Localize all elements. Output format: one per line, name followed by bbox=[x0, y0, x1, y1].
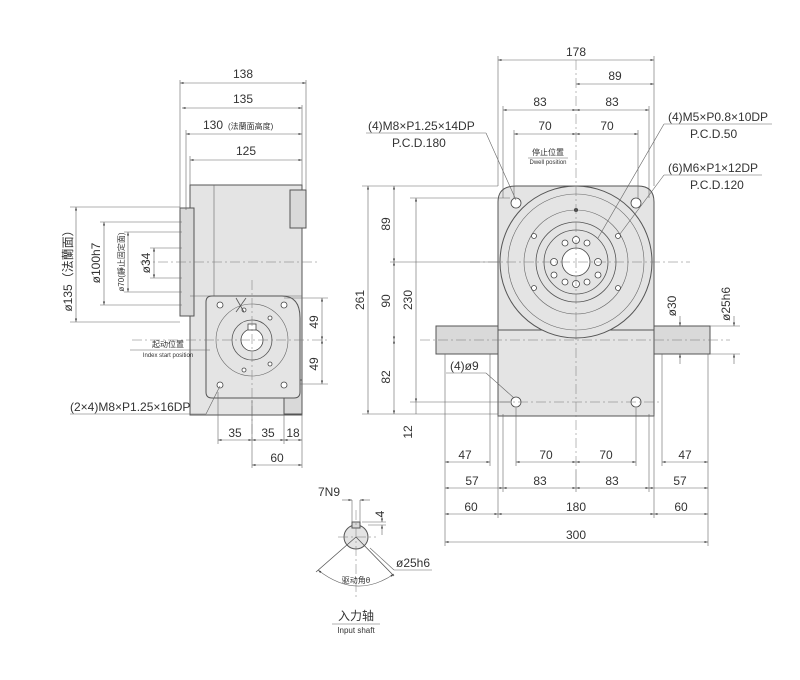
dim-47-left: 47 bbox=[458, 448, 472, 462]
dim-d135: ø135（法蘭面） bbox=[61, 224, 75, 311]
key-depth-label: 4 bbox=[373, 510, 387, 517]
side-small-hole bbox=[241, 367, 247, 373]
m6-hole bbox=[583, 278, 591, 286]
side-small-hole bbox=[267, 361, 273, 367]
front-shaft-dimensions: ø30 ø25h6 bbox=[665, 287, 740, 364]
front-left-dimensions: 261 89 230 90 82 12 bbox=[353, 185, 510, 439]
dim-230: 230 bbox=[401, 290, 415, 310]
input-shaft-title: 入力轴 bbox=[338, 608, 374, 623]
dim-178: 178 bbox=[566, 45, 586, 59]
dim-49-upper: 49 bbox=[307, 315, 321, 329]
m6-hole bbox=[561, 239, 569, 247]
dim-125: 125 bbox=[236, 144, 256, 158]
dim-70-bottom-left: 70 bbox=[539, 448, 553, 462]
input-shaft-detail: 7N9 4 驱动角θ ø25h6 入力轴 Input shaft bbox=[315, 485, 432, 635]
dim-70-bottom-right: 70 bbox=[599, 448, 613, 462]
pcd120-hole bbox=[615, 233, 621, 239]
dim-d34: ø34 bbox=[139, 252, 153, 273]
start-position-label-en: Index start position bbox=[143, 353, 193, 359]
side-top-boss bbox=[289, 189, 307, 229]
dim-57-left: 57 bbox=[465, 474, 479, 488]
note-m8-top: (4)M8×P1.25×14DP bbox=[368, 119, 475, 133]
side-bottom-dimensions: 35 35 18 60 bbox=[217, 392, 303, 468]
dim-83-right: 83 bbox=[605, 95, 619, 109]
dim-d70: ø70(靜止固定面) bbox=[116, 232, 126, 291]
front-top-dimensions: 178 89 83 83 70 70 bbox=[497, 45, 655, 198]
side-view: 138 135 130 (法蘭面高度) 125 ø135（法蘭面） ø100h7 bbox=[61, 67, 330, 468]
note-pcd120: P.C.D.120 bbox=[690, 178, 744, 192]
dim-135: 135 bbox=[233, 92, 253, 106]
dim-83-left: 83 bbox=[533, 95, 547, 109]
side-bolt-hole bbox=[280, 381, 288, 389]
dim-57-right: 57 bbox=[673, 474, 687, 488]
corner-bolt-hole bbox=[630, 197, 642, 209]
note-pcd180: P.C.D.180 bbox=[392, 136, 446, 150]
drive-angle-arc bbox=[317, 569, 395, 587]
dwell-label-en: Dwell position bbox=[529, 160, 566, 166]
side-bolt-hole bbox=[280, 301, 288, 309]
dim-130-note: (法蘭面高度) bbox=[228, 121, 274, 131]
dim-89-vert: 89 bbox=[379, 217, 393, 231]
dim-83-bottom-left: 83 bbox=[533, 474, 547, 488]
note-pcd50: P.C.D.50 bbox=[690, 127, 737, 141]
dim-d100h7: ø100h7 bbox=[89, 242, 103, 283]
side-small-hole bbox=[267, 315, 273, 321]
note-m5: (4)M5×P0.8×10DP bbox=[668, 110, 768, 124]
side-bolt-hole bbox=[216, 381, 224, 389]
drive-angle-label: 驱动角θ bbox=[342, 575, 371, 585]
shaft-diameter-label: ø25h6 bbox=[396, 556, 430, 570]
m6-hole bbox=[583, 239, 591, 247]
pcd120-hole bbox=[615, 285, 621, 291]
front-bottom-dimensions: 47 70 70 47 57 83 83 57 60 180 60 300 bbox=[444, 354, 709, 546]
key-width-label: 7N9 bbox=[318, 485, 340, 499]
dim-d30: ø30 bbox=[665, 295, 679, 316]
dim-35-a: 35 bbox=[228, 426, 242, 440]
dim-70-left: 70 bbox=[538, 119, 552, 133]
side-bolt-hole bbox=[216, 301, 224, 309]
dim-180: 180 bbox=[566, 500, 586, 514]
dim-130: 130 bbox=[203, 118, 223, 132]
dwell-label: 停止位置 bbox=[532, 147, 564, 157]
note-m6: (6)M6×P1×12DP bbox=[668, 161, 758, 175]
dim-18: 18 bbox=[286, 426, 300, 440]
start-position-label: 起动位置 bbox=[152, 339, 184, 349]
m6-hole bbox=[550, 271, 558, 279]
dim-60-right: 60 bbox=[674, 500, 688, 514]
dim-49-lower: 49 bbox=[307, 357, 321, 371]
dim-35-b: 35 bbox=[261, 426, 275, 440]
side-left-dimensions: ø135（法蘭面） ø100h7 ø70(靜止固定面) ø34 bbox=[61, 206, 182, 323]
dim-90: 90 bbox=[379, 294, 393, 308]
side-top-dimensions: 138 135 130 (法蘭面高度) 125 bbox=[179, 67, 307, 210]
front-view: 178 89 83 83 70 70 (4)M8×P1.25×14DP P.C.… bbox=[353, 45, 772, 546]
dim-82: 82 bbox=[379, 370, 393, 384]
pcd120-hole bbox=[531, 233, 537, 239]
tap-note: (2×4)M8×P1.25×16DP bbox=[70, 400, 190, 414]
input-shaft-title-en: Input shaft bbox=[337, 626, 375, 635]
side-right-dimensions: 49 49 bbox=[284, 297, 328, 385]
dim-47-right: 47 bbox=[678, 448, 692, 462]
dim-70-right: 70 bbox=[600, 119, 614, 133]
dim-d25h6: ø25h6 bbox=[719, 287, 733, 321]
dim-60-left: 60 bbox=[464, 500, 478, 514]
m6-hole bbox=[594, 271, 602, 279]
note-4-d9: (4)ø9 bbox=[450, 359, 479, 373]
dim-60: 60 bbox=[270, 451, 284, 465]
dim-261: 261 bbox=[353, 290, 367, 310]
dim-138: 138 bbox=[233, 67, 253, 81]
dim-83-bottom-right: 83 bbox=[605, 474, 619, 488]
dim-89: 89 bbox=[608, 69, 622, 83]
pcd120-hole bbox=[531, 285, 537, 291]
dim-12: 12 bbox=[401, 425, 415, 439]
dim-300: 300 bbox=[566, 528, 586, 542]
corner-bolt-hole bbox=[510, 197, 522, 209]
m6-hole bbox=[561, 278, 569, 286]
